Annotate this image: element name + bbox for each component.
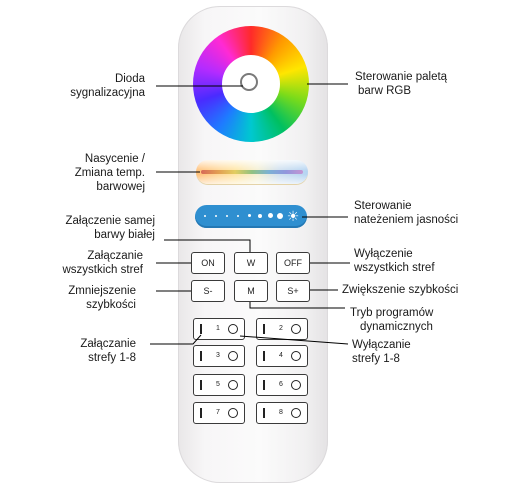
label-line: dynamicznych <box>360 321 433 333</box>
on-button[interactable]: ON <box>191 252 225 274</box>
label-line: sygnalizacyjna <box>70 87 145 99</box>
mode-button[interactable]: M <box>234 280 268 302</box>
label-line: Zmniejszenie <box>68 285 136 297</box>
zone-button-3[interactable]: 3 <box>193 345 245 367</box>
label-line: strefy 1-8 <box>88 352 136 364</box>
label-rgb-palette: Sterowanie paletą barw RGB <box>355 70 447 98</box>
zone-on-icon <box>263 324 265 334</box>
label-line: Zwiększenie szybkości <box>342 284 459 296</box>
label-line: Wyłączanie <box>352 339 411 351</box>
zone-on-icon <box>263 351 265 361</box>
label-line: Załączanie <box>80 338 136 350</box>
zone-number: 1 <box>216 325 220 332</box>
sun-icon: ☀ <box>286 208 300 224</box>
zone-number: 4 <box>279 352 283 359</box>
zone-on-icon <box>200 351 202 361</box>
brightness-step-dot <box>237 215 239 217</box>
zone-on-icon <box>263 380 265 390</box>
zone-button-1[interactable]: 1 <box>193 318 245 340</box>
label-line: Załączenie samej <box>65 215 155 227</box>
brightness-step-dot <box>277 213 283 219</box>
saturation-gradient-stripe <box>201 170 303 174</box>
label-zones-on: Załączanie strefy 1-8 <box>80 337 136 365</box>
label-led-indicator: Dioda sygnalizacyjna <box>70 72 145 100</box>
label-line: barwowej <box>96 181 145 193</box>
label-line: barw RGB <box>358 85 412 97</box>
label-line: nateżeniem jasności <box>354 214 459 226</box>
zone-off-icon <box>228 380 238 390</box>
zone-number: 3 <box>216 352 220 359</box>
label-all-on: Załączanie wszystkich stref <box>62 249 143 277</box>
zone-number: 6 <box>279 381 283 388</box>
leader-zones-off <box>239 335 349 345</box>
label-speed-down: Zmniejszenie szybkości <box>68 284 136 312</box>
off-button[interactable]: OFF <box>276 252 310 274</box>
leader-programs <box>249 302 345 309</box>
zone-on-icon <box>200 408 202 418</box>
brightness-step-dot <box>226 215 228 217</box>
zone-on-icon <box>200 380 202 390</box>
zone-button-5[interactable]: 5 <box>193 374 245 396</box>
label-dynamic-programs: Tryb programów dynamicznych <box>350 306 433 334</box>
zone-off-icon <box>291 351 301 361</box>
zone-off-icon <box>291 324 301 334</box>
zone-number: 2 <box>279 325 283 332</box>
brightness-step-dot <box>215 215 217 217</box>
zone-off-icon <box>228 408 238 418</box>
label-zones-off: Wyłączanie strefy 1-8 <box>352 338 411 366</box>
label-saturation: Nasycenie / Zmiana temp. barwowej <box>75 152 145 194</box>
led-indicator-icon <box>240 73 258 91</box>
zone-off-icon <box>228 351 238 361</box>
label-brightness: Sterowanie nateżeniem jasności <box>354 199 458 227</box>
brightness-step-dot <box>204 215 206 217</box>
label-line: Sterowanie <box>354 200 412 212</box>
zone-on-icon <box>263 408 265 418</box>
speed-down-button[interactable]: S- <box>191 280 225 302</box>
zone-off-icon <box>228 324 238 334</box>
label-line: Nasycenie / <box>84 153 145 165</box>
white-button[interactable]: W <box>234 252 268 274</box>
label-line: Wyłączenie <box>354 248 413 260</box>
label-line: wszystkich stref <box>62 264 143 276</box>
zone-on-icon <box>200 324 202 334</box>
brightness-step-dot <box>258 214 262 218</box>
label-white-only: Załączenie samej barwy białej <box>66 214 155 242</box>
label-line: Tryb programów <box>350 307 434 319</box>
zone-number: 7 <box>216 409 220 416</box>
zone-number: 8 <box>279 409 283 416</box>
zone-button-7[interactable]: 7 <box>193 402 245 424</box>
zone-off-icon <box>291 380 301 390</box>
brightness-step-dot <box>268 213 273 218</box>
brightness-slider[interactable] <box>195 205 307 228</box>
brightness-step-dot <box>248 214 251 217</box>
label-line: szybkości <box>86 299 136 311</box>
leader-zones-on <box>150 334 202 345</box>
label-speed-up: Zwiększenie szybkości <box>342 283 458 297</box>
label-line: Załączanie <box>87 250 143 262</box>
leader-white <box>164 239 251 252</box>
zone-button-4[interactable]: 4 <box>256 345 308 367</box>
label-line: barwy białej <box>94 229 155 241</box>
zone-off-icon <box>291 408 301 418</box>
zone-button-2[interactable]: 2 <box>256 318 308 340</box>
zone-button-6[interactable]: 6 <box>256 374 308 396</box>
speed-up-button[interactable]: S+ <box>276 280 310 302</box>
label-line: strefy 1-8 <box>352 353 400 365</box>
zone-button-8[interactable]: 8 <box>256 402 308 424</box>
zone-number: 5 <box>216 381 220 388</box>
label-line: wszystkich stref <box>354 262 435 274</box>
label-line: Dioda <box>114 73 145 85</box>
label-line: Sterowanie paletą <box>355 71 448 83</box>
label-all-off: Wyłączenie wszystkich stref <box>354 247 435 275</box>
label-line: Zmiana temp. <box>74 167 145 179</box>
